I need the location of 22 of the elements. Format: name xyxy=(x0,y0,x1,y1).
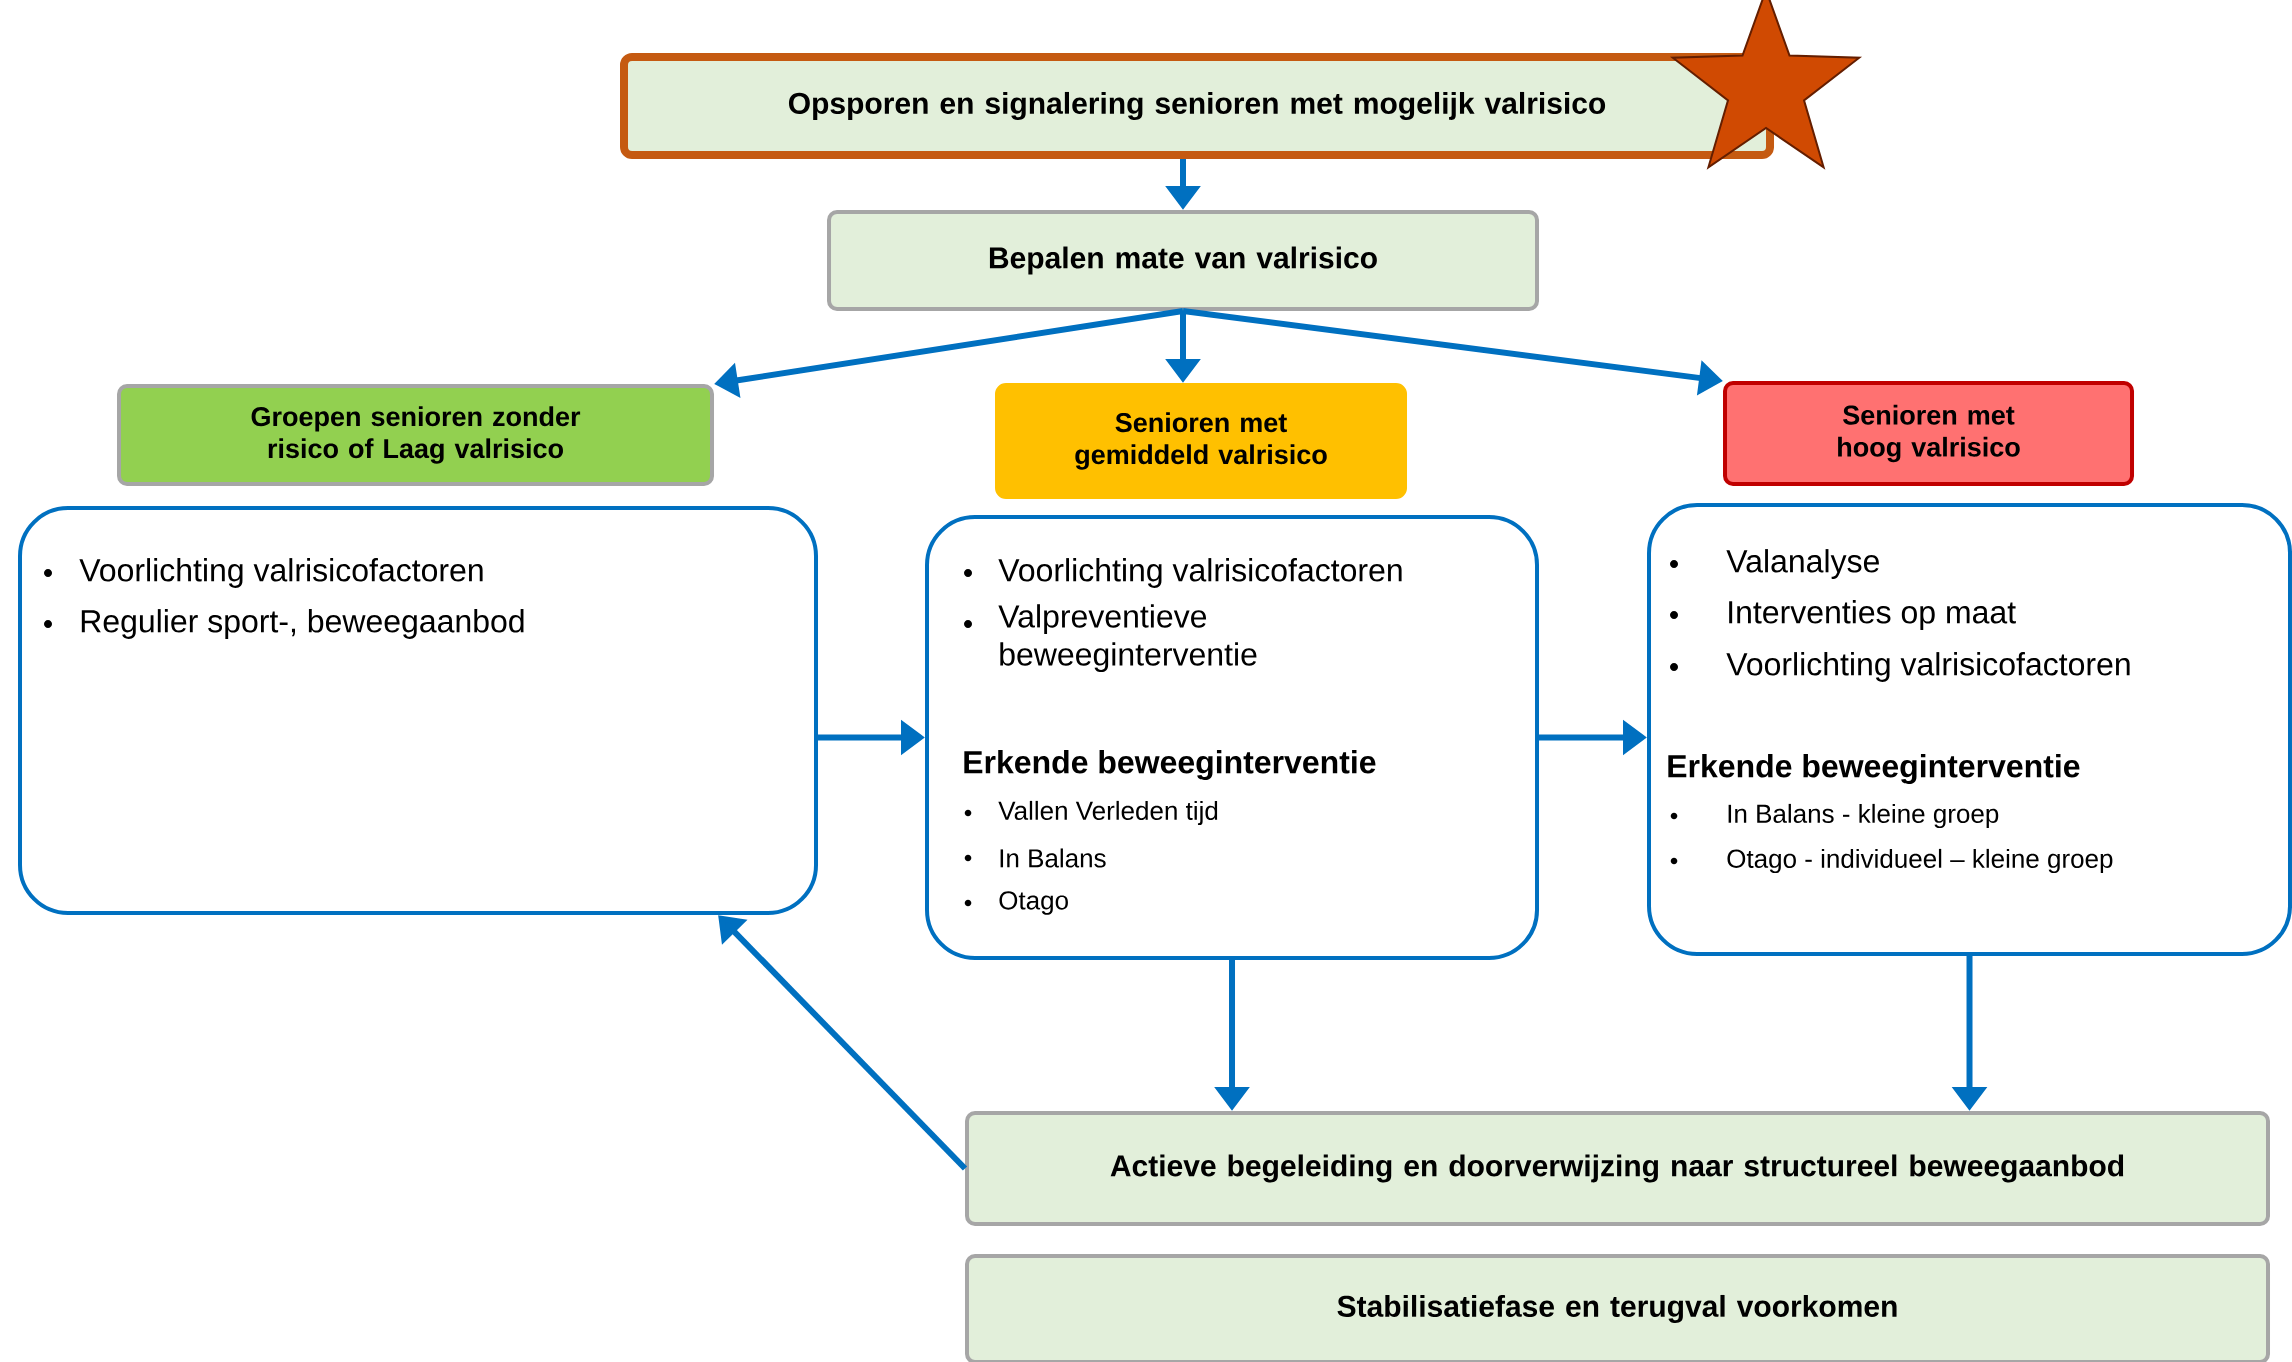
process-box: Actieve begeleiding en doorverwijzing naar structureel beweegaanbod xyxy=(965,1111,2270,1226)
list-item: Otago - individueel – kleine groep xyxy=(1727,848,2113,874)
list-item: Voorlichting valrisicofactoren xyxy=(79,558,483,588)
process-box: Stabilisatiefase en terugval voorkomen xyxy=(965,1254,2270,1362)
list-item: Regulier sport-, beweegaanbod xyxy=(81,609,524,639)
list-heading: Erkende beweeginterventie xyxy=(1668,754,2080,784)
group-header: Groepen senioren zonder risico of Laag valrisico xyxy=(117,384,714,486)
list-item: Valpreventieve beweeginterventie xyxy=(998,604,1257,672)
list-heading: Erkende beweeginterventie xyxy=(964,750,1376,780)
arrow xyxy=(718,915,968,1171)
process-box: Bepalen mate van valrisico xyxy=(827,210,1539,311)
list-item: In Balans xyxy=(1000,848,1106,868)
title-box: Opsporen en signalering senioren met mogelijk valrisico xyxy=(620,53,1774,159)
group-header: Senioren met hoog valrisico xyxy=(1723,381,2134,486)
group-header: Senioren met gemiddeld valrisico xyxy=(995,383,1407,499)
list-item: Voorlichting valrisicofactoren xyxy=(998,558,1402,588)
list-item: Otago xyxy=(999,891,1068,915)
list-item: Valanalyse xyxy=(1726,549,1879,579)
list-item: In Balans - kleine groep xyxy=(1728,803,1999,829)
list-item: Voorlichting valrisicofactoren xyxy=(1726,652,2130,682)
list-item: Interventies op maat xyxy=(1729,600,2016,630)
list-item: Vallen Verleden tijd xyxy=(998,800,1218,826)
